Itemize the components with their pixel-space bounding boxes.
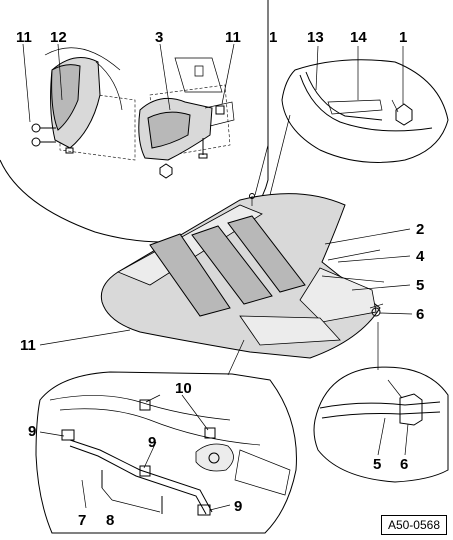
- leader-4: [337, 255, 411, 263]
- callout-14: 14: [350, 29, 367, 46]
- detail-circle-top-left: [0, 0, 269, 243]
- callout-11-top-middle: 11: [225, 29, 241, 46]
- callout-13: 13: [307, 29, 324, 46]
- leader-5: [351, 284, 411, 291]
- callout-9-middle: 9: [148, 434, 156, 451]
- callout-5-main: 5: [416, 277, 424, 294]
- callout-4: 4: [416, 248, 425, 265]
- leader-2: [324, 228, 411, 245]
- callout-9-right: 9: [234, 498, 242, 515]
- callout-6-main: 6: [416, 306, 424, 323]
- callout-3: 3: [155, 29, 163, 46]
- underbody-shield-main: [39, 193, 385, 359]
- callout-5-detail: 5: [373, 456, 381, 473]
- figure-reference-code: A50-0568: [380, 515, 447, 535]
- detail-circle-top-right: [281, 45, 449, 163]
- detail-circle-bottom-left: [35, 339, 297, 534]
- callout-12: 12: [50, 29, 67, 46]
- leader-6: [379, 312, 413, 315]
- callout-2: 2: [416, 221, 424, 238]
- detail-link-left: [254, 144, 269, 196]
- callout-10: 10: [175, 380, 192, 397]
- detail-link-right: [269, 114, 291, 196]
- callout-9-left: 9: [28, 423, 36, 440]
- callout-11-left: 11: [20, 337, 36, 354]
- callout-6-detail: 6: [400, 456, 408, 473]
- callout-8: 8: [106, 512, 114, 529]
- callout-11-top-left: 11: [16, 29, 32, 46]
- callout-7: 7: [78, 512, 86, 529]
- callout-1-top-right: 1: [399, 29, 407, 46]
- detail-circle-bottom-right: [313, 322, 449, 483]
- callout-1-top: 1: [269, 29, 277, 46]
